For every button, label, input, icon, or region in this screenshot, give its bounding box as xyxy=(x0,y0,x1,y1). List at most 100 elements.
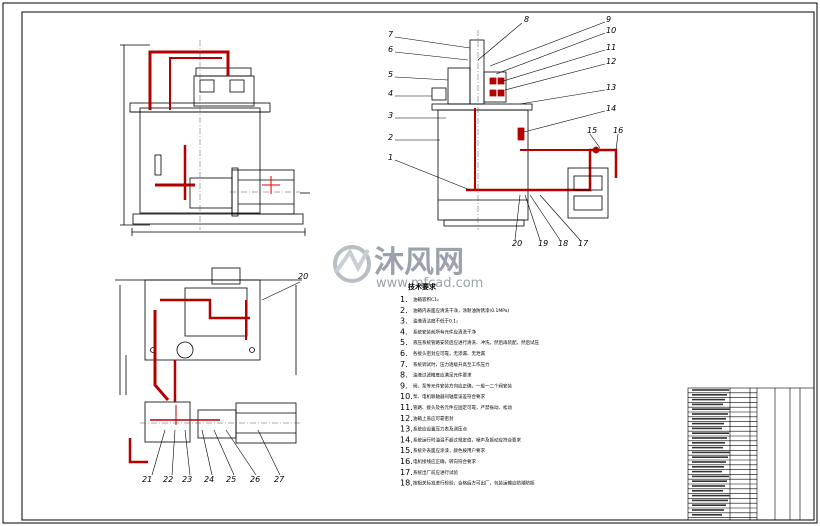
tech-item-number: 3. xyxy=(400,317,408,326)
callout-label: 18 xyxy=(558,239,568,248)
watermark-brand-text: 沐风网 xyxy=(374,245,464,280)
callout-label: 7 xyxy=(388,30,394,39)
callout-label: 9 xyxy=(606,15,611,24)
bom-row-fill xyxy=(692,398,725,401)
callout-label: 5 xyxy=(388,70,393,79)
tech-item-number: 11. xyxy=(400,403,413,412)
tech-item-text: 系统出厂前应进行试验 xyxy=(413,469,458,476)
callout-label: 25 xyxy=(226,475,236,484)
callout-label: 14 xyxy=(606,104,616,113)
tech-item-text: 泵、电机联轴器同轴度误差符合要求 xyxy=(413,393,485,400)
tech-item-text: 油箱内表面应清洗干净，涂耐油防锈漆(0.1MPa) xyxy=(413,307,510,314)
tech-item-text: 油液清洁度不低于0.1₂ xyxy=(413,318,458,325)
tech-item-text: 系统外表面应涂漆，颜色按用户要求 xyxy=(413,447,485,454)
callout-label: 19 xyxy=(538,239,548,248)
callout-label: 13 xyxy=(606,83,616,92)
callout-label: 3 xyxy=(388,111,393,120)
bom-row-fill xyxy=(692,413,728,415)
top-view xyxy=(115,267,302,476)
tech-item-text: 按相关标准进行检验，合格后方可出厂，包装运输应防潮防振 xyxy=(413,480,535,487)
tech-item-text: 阀、泵等元件安装方向应正确，一般一二个阀安装 xyxy=(413,382,512,389)
callout-label: 24 xyxy=(204,475,214,484)
bom-row-fill xyxy=(692,446,723,449)
tech-item-text: 系统应设置压力表及测压点 xyxy=(413,426,467,433)
tech-item-number: 18. xyxy=(400,479,413,488)
bom-row-fill xyxy=(692,422,724,425)
bom-row-fill xyxy=(692,427,722,430)
bom-row-fill xyxy=(692,451,730,454)
bom-row-fill xyxy=(692,456,728,458)
callout-label: 1 xyxy=(388,153,393,162)
bom-row-fill xyxy=(692,485,725,487)
tech-item-number: 6. xyxy=(400,349,408,358)
bom-row-fill xyxy=(692,504,726,506)
tech-item-text: 管路、接头及各元件应固定可靠，严禁振动、松动 xyxy=(413,404,512,411)
bom-row-fill xyxy=(692,490,723,492)
inner-frame xyxy=(21,11,815,521)
watermark: 沐风网 www.mfcad.com xyxy=(333,245,483,291)
tech-item-number: 14. xyxy=(400,435,413,444)
tech-item-text: 油液过滤精度应满足元件要求 xyxy=(413,372,472,379)
tech-item-number: 8. xyxy=(400,371,408,380)
bom-row-fill xyxy=(692,389,729,391)
tech-item-text: 油箱容积C1₂ xyxy=(413,296,439,303)
watermark-logo-icon xyxy=(333,245,371,283)
tech-item-text: 液压系统管路安装后应进行清洗、冲洗，然后再装配，然后试压 xyxy=(413,339,539,346)
top-view-callouts: 20 21 22 23 24 25 26 27 xyxy=(142,272,308,484)
tech-item-number: 4. xyxy=(400,327,408,336)
tech-requirements-title: 技术要求 xyxy=(408,282,437,291)
tech-item-number: 5. xyxy=(400,338,408,347)
callout-label: 23 xyxy=(182,475,192,484)
bom-row-fill xyxy=(692,403,723,406)
tech-item-text: 电机接线应正确，转向符合要求 xyxy=(413,458,476,465)
callout-label: 8 xyxy=(524,15,529,24)
callout-label: 17 xyxy=(578,239,589,248)
watermark-url-text: www.mfcad.com xyxy=(376,276,483,291)
bom-row-fill xyxy=(692,514,722,516)
callout-label: 21 xyxy=(142,475,152,484)
callout-label: 12 xyxy=(606,57,616,66)
tech-item-text: 系统调试时，压力逐级升高至工作压力 xyxy=(413,361,490,368)
bom-row-fill xyxy=(692,466,724,468)
tech-item-number: 13. xyxy=(400,425,413,434)
bom-row-fill xyxy=(692,470,722,473)
callout-label: 20 xyxy=(512,239,522,248)
tech-item-number: 15. xyxy=(400,446,413,455)
callout-label: 26 xyxy=(250,475,260,484)
tech-item-number: 9. xyxy=(400,381,408,390)
tech-item-number: 2. xyxy=(400,306,408,315)
bom-row-fill xyxy=(692,480,727,482)
bom-row-fill xyxy=(692,475,729,478)
technical-requirements: 技术要求 1. 油箱容积C1₂ 2. 油箱内表面应清洗干净，涂耐油防锈漆(0.1MPa… xyxy=(400,282,539,488)
callout-label: 20 xyxy=(298,272,308,281)
tech-item-number: 10. xyxy=(400,392,413,401)
bom-row-fill xyxy=(692,418,726,420)
bom-rows xyxy=(688,389,757,518)
tech-item-number: 12. xyxy=(400,414,413,423)
bom-row-fill xyxy=(692,499,728,502)
title-block xyxy=(687,387,815,521)
tech-item-number: 7. xyxy=(400,360,408,369)
tech-item-number: 16. xyxy=(400,457,413,466)
callout-label: 16 xyxy=(613,126,623,135)
side-view xyxy=(394,21,619,241)
tech-item-number: 1. xyxy=(400,295,408,304)
callout-label: 22 xyxy=(163,475,173,484)
callout-label: 27 xyxy=(274,475,285,484)
callout-label: 10 xyxy=(606,26,616,35)
bom-row-fill xyxy=(692,394,727,396)
bom-row-fill xyxy=(692,437,727,439)
bom-row-fill xyxy=(692,509,724,511)
front-view xyxy=(120,40,310,236)
tech-item-text: 油箱上盖应可靠密封 xyxy=(413,415,454,422)
bom-row-fill xyxy=(692,432,729,434)
callout-label: 4 xyxy=(388,89,393,98)
tech-item-text: 系统运行时油温不超过规定值，噪声及振动应符合要求 xyxy=(413,436,521,443)
callout-label: 2 xyxy=(388,133,393,142)
tech-requirements-list: 1. 油箱容积C1₂ 2. 油箱内表面应清洗干净，涂耐油防锈漆(0.1MPa) 3. 油液… xyxy=(400,295,539,488)
bom-row-fill xyxy=(692,408,730,410)
bom-row-fill xyxy=(692,442,725,444)
